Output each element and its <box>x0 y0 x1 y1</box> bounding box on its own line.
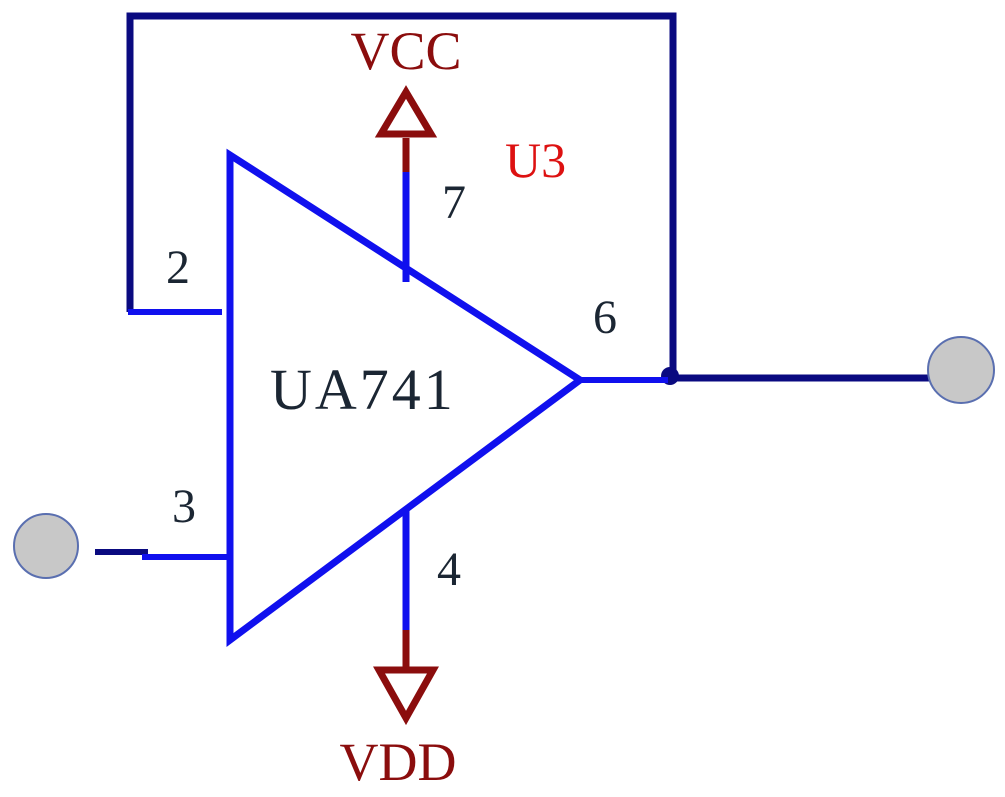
feedback-wire <box>126 12 677 378</box>
vdd-power-symbol <box>373 630 439 726</box>
designator-label: U3 <box>505 132 566 188</box>
output-port[interactable] <box>927 336 995 404</box>
pin-6-number: 6 <box>593 291 617 344</box>
vcc-label: VCC <box>350 21 461 81</box>
pin-4-number: 4 <box>437 543 461 596</box>
vdd-label: VDD <box>340 732 457 792</box>
pin-7-number: 7 <box>442 176 466 229</box>
pin-3-number: 3 <box>172 480 196 533</box>
part-name-label: UA741 <box>270 357 456 422</box>
input-port[interactable] <box>13 513 79 579</box>
vcc-power-symbol <box>374 85 438 172</box>
pin-2-number: 2 <box>166 241 190 294</box>
